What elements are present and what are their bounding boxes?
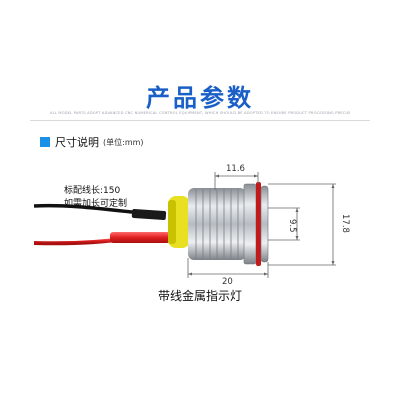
dim-top-width: 11.6 [226, 164, 245, 174]
page-subtitle: ALL MODEL PARTS ADOPT ADVANCED CNC NUMER… [50, 111, 350, 115]
red-washer [256, 182, 261, 266]
section-title: 尺寸说明 [55, 136, 99, 149]
product-caption: 带线金属指示灯 [157, 289, 242, 303]
section-unit: (单位:mm) [103, 137, 144, 147]
custom-length-note: 如需加长可定制 [64, 199, 128, 209]
page-title: 产品参数 [146, 84, 254, 112]
section-square-icon [40, 137, 50, 147]
red-heat-shrink [110, 232, 170, 243]
dim-total-height: 17.8 [340, 214, 350, 233]
section-header: 尺寸说明 (单位:mm) [40, 134, 144, 150]
head-flange [260, 185, 269, 263]
black-heat-shrink [131, 208, 167, 221]
title-divider [30, 120, 370, 121]
dim-inner-height: 9.5 [287, 219, 297, 233]
dim-total-width: 20 [222, 277, 233, 287]
hex-nut [243, 183, 257, 265]
wire-length-note: 标配线长:150 [64, 186, 121, 196]
